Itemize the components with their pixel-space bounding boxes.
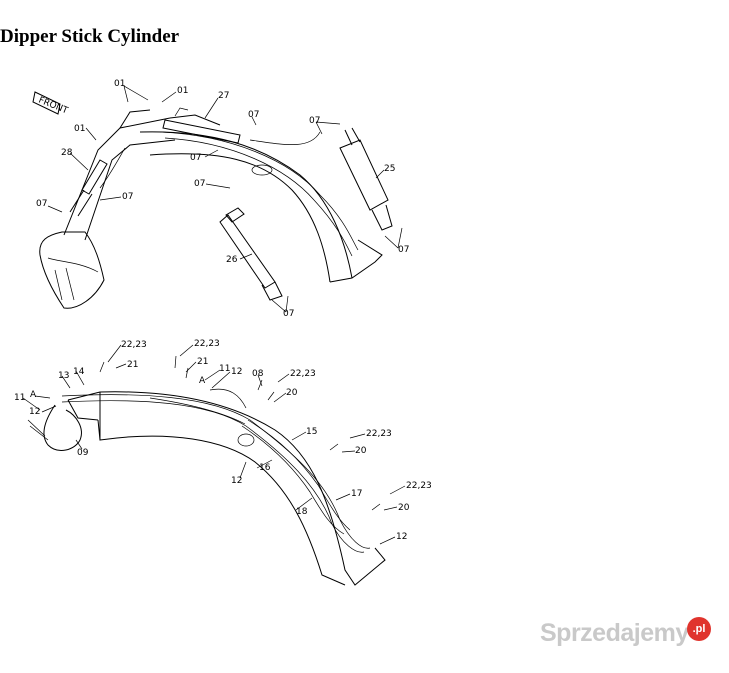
lower-label: 12 — [29, 407, 40, 417]
upper-label: 26 — [226, 255, 238, 265]
upper-part-labels: 01 01 01 27 07 07 28 07 07 07 25 07 07 2… — [36, 79, 409, 319]
lower-label: 22,23 — [121, 340, 147, 350]
upper-assembly — [32, 91, 393, 309]
page-title: Dipper Stick Cylinder — [0, 26, 180, 47]
lower-part-labels: 22,23 22,23 21 21 11 13 14 A 12 08 22,23… — [14, 339, 432, 542]
upper-label: 07 — [122, 192, 133, 202]
lower-label: 12 — [231, 476, 242, 486]
lower-label: 20 — [286, 388, 298, 398]
lower-label: 11 — [219, 364, 230, 374]
lower-label: 21 — [127, 360, 138, 370]
upper-label: 01 — [74, 124, 85, 134]
lower-label: 15 — [306, 427, 317, 437]
lower-label: 08 — [252, 369, 264, 379]
lower-label: 14 — [73, 367, 85, 377]
upper-label: 07 — [190, 153, 201, 163]
lower-label: 12 — [231, 367, 242, 377]
lower-label: 22,23 — [406, 481, 432, 491]
upper-label: 07 — [398, 245, 409, 255]
lower-label: A — [30, 390, 37, 400]
upper-label: 07 — [309, 116, 320, 126]
lower-label: 20 — [398, 503, 410, 513]
upper-leaders — [47, 85, 403, 313]
front-tag: FRONT — [37, 96, 70, 117]
lower-label: 20 — [355, 446, 367, 456]
upper-label: 07 — [248, 110, 259, 120]
lower-label: 22,23 — [366, 429, 392, 439]
lower-label: 11 — [14, 393, 25, 403]
upper-label: 07 — [194, 179, 205, 189]
lower-leaders — [22, 344, 406, 545]
lower-label: 12 — [396, 532, 407, 542]
lower-label: 17 — [351, 489, 362, 499]
upper-label: 01 — [177, 86, 188, 96]
lower-label: 09 — [77, 448, 89, 458]
upper-label: 25 — [384, 164, 395, 174]
lower-label: 22,23 — [194, 339, 220, 349]
lower-label: 13 — [58, 371, 69, 381]
lower-label: 22,23 — [290, 369, 316, 379]
lower-label: 16 — [259, 463, 271, 473]
lower-label: 21 — [197, 357, 208, 367]
watermark-badge: .pl — [687, 617, 711, 641]
lower-assembly — [27, 355, 386, 586]
upper-label: 07 — [36, 199, 47, 209]
upper-label: 27 — [218, 91, 229, 101]
upper-label: 01 — [114, 79, 125, 89]
upper-label: 28 — [61, 148, 73, 158]
lower-label: A — [199, 376, 206, 386]
upper-label: 07 — [283, 309, 294, 319]
lower-label: 18 — [296, 507, 308, 517]
watermark-logo: Sprzedajemy — [540, 619, 689, 647]
